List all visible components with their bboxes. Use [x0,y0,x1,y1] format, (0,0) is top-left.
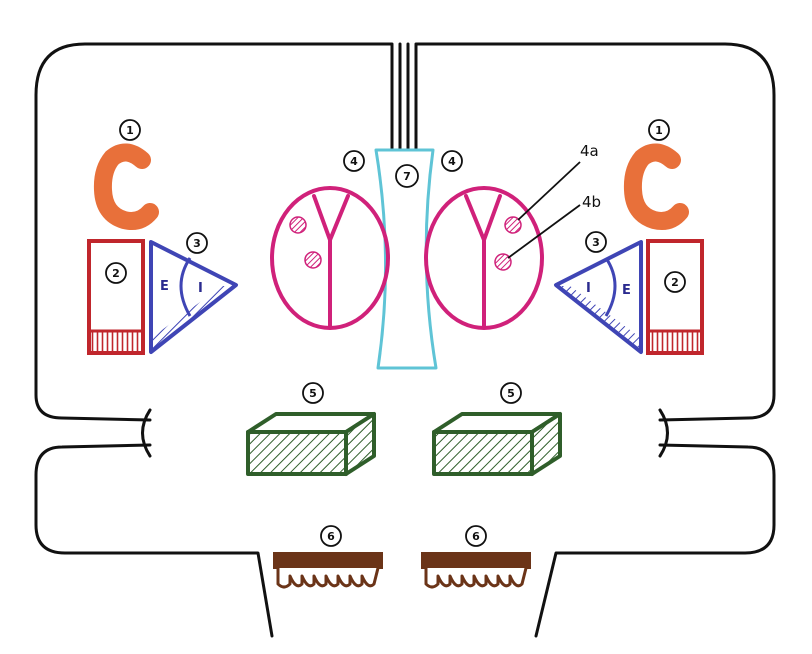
label-3-right: 3 [592,236,600,249]
right-y-circle: 4 4a 4b [424,142,601,330]
label-7-circle [395,164,419,188]
label-5-left: 5 [309,387,317,400]
label-4-right: 4 [448,155,456,168]
label-6-right-circle [465,525,487,547]
left-y-shape [312,194,350,328]
label-6-right: 6 [472,530,480,543]
label-5-left-circle [302,382,324,404]
left-triangle [149,240,238,354]
right-comb-teeth [424,567,528,589]
right-comb-bar [421,552,531,569]
right-letter-i: I [586,281,591,296]
label-7: 7 [403,170,411,183]
right-membrane-outline [406,42,776,638]
left-green-box: 5 [246,382,376,476]
label-1-right: 1 [655,124,663,137]
label-2-left: 2 [112,267,120,280]
left-box-front [246,430,348,476]
left-membrane-notch [141,408,152,458]
label-4a: 4a [580,142,599,160]
label-1-left-circle [119,119,141,141]
label-3-left-circle [186,232,208,254]
right-membrane-notch [658,408,669,458]
label-3-right-circle [585,231,607,253]
left-red-rect-hatch [91,332,141,351]
pointer-4a-line [517,161,581,221]
label-3-left: 3 [193,237,201,250]
channel-hourglass: 7 [374,148,438,370]
label-4b: 4b [582,193,601,211]
right-green-box: 5 [432,382,562,476]
right-triangle [554,240,643,354]
label-2-right-circle [664,271,686,293]
label-2-right: 2 [671,276,679,289]
left-letter-e: E [160,279,169,294]
label-6-left: 6 [327,530,335,543]
label-5-right-circle [500,382,522,404]
right-triangle-arc [604,257,617,317]
left-y-circle: 4 [270,150,390,330]
right-dot-upper [504,216,522,234]
right-y-shape [464,194,502,328]
hourglass-shape [374,148,438,370]
left-membrane-outline [34,42,402,638]
right-box-side [530,412,562,476]
label-2-left-circle [105,262,127,284]
right-box-front [432,430,534,476]
right-brown-comb: 6 [421,525,531,589]
left-dot-lower [304,251,322,269]
label-1-left: 1 [126,124,134,137]
right-dot-lower [494,253,512,271]
label-4-left-circle [343,150,365,172]
label-4-left: 4 [350,155,358,168]
right-c-shape [623,143,689,230]
right-red-rect-hatch [650,332,700,351]
left-comb-bar [273,552,383,569]
label-4-right-circle [441,150,463,172]
left-comb-teeth [276,567,380,589]
left-triangle-arc [179,257,192,317]
right-letter-e: E [622,283,631,298]
left-brown-comb: 6 [273,525,383,589]
left-letter-i: I [198,281,203,296]
right-cluster: 1 2 I E 3 [554,119,704,355]
left-c-shape [93,143,159,230]
left-dot-upper [289,216,307,234]
label-6-left-circle [320,525,342,547]
left-cluster: 1 2 E I 3 [87,119,238,355]
left-box-side [344,412,376,476]
label-5-right: 5 [507,387,515,400]
pointer-4b-line [507,204,581,259]
label-1-right-circle [648,119,670,141]
cell-membrane [34,42,776,638]
